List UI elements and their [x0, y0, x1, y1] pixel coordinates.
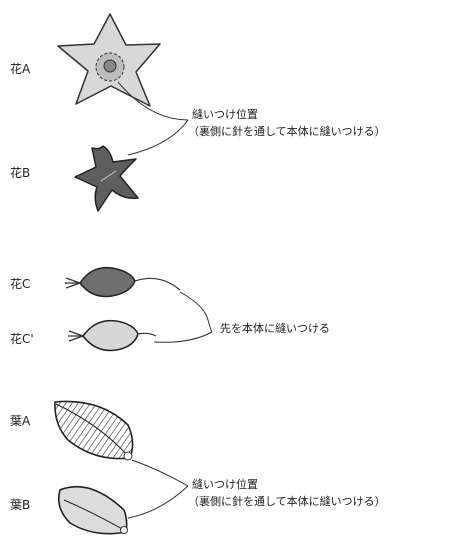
label-flower-a: 花A	[10, 62, 31, 76]
note-sew-position-bottom: 縫いつけ位置	[192, 478, 258, 491]
label-flower-b: 花B	[10, 166, 31, 180]
leader-lines	[117, 81, 213, 519]
note-sew-position-top-detail: （裏側に針を通して本体に縫いつける）	[188, 125, 386, 138]
leaf-a-shape	[54, 400, 134, 461]
note-tip-sew: 先を本体に縫いつける	[220, 322, 330, 335]
flower-c-prime-shape	[68, 319, 157, 352]
note-sew-position-bottom-detail: （裏側に針を通して本体に縫いつける）	[188, 495, 386, 508]
flower-b-shape	[74, 145, 139, 212]
label-flower-c-prime: 花C'	[10, 332, 34, 346]
note-sew-position-top: 縫いつけ位置	[192, 108, 258, 121]
flower-a-shape	[57, 13, 161, 107]
label-leaf-a: 葉A	[10, 414, 31, 428]
flower-c-shape	[65, 266, 181, 298]
label-leaf-b: 葉B	[10, 498, 31, 512]
label-flower-c: 花C	[10, 277, 31, 291]
leaf-b-shape	[57, 486, 128, 535]
